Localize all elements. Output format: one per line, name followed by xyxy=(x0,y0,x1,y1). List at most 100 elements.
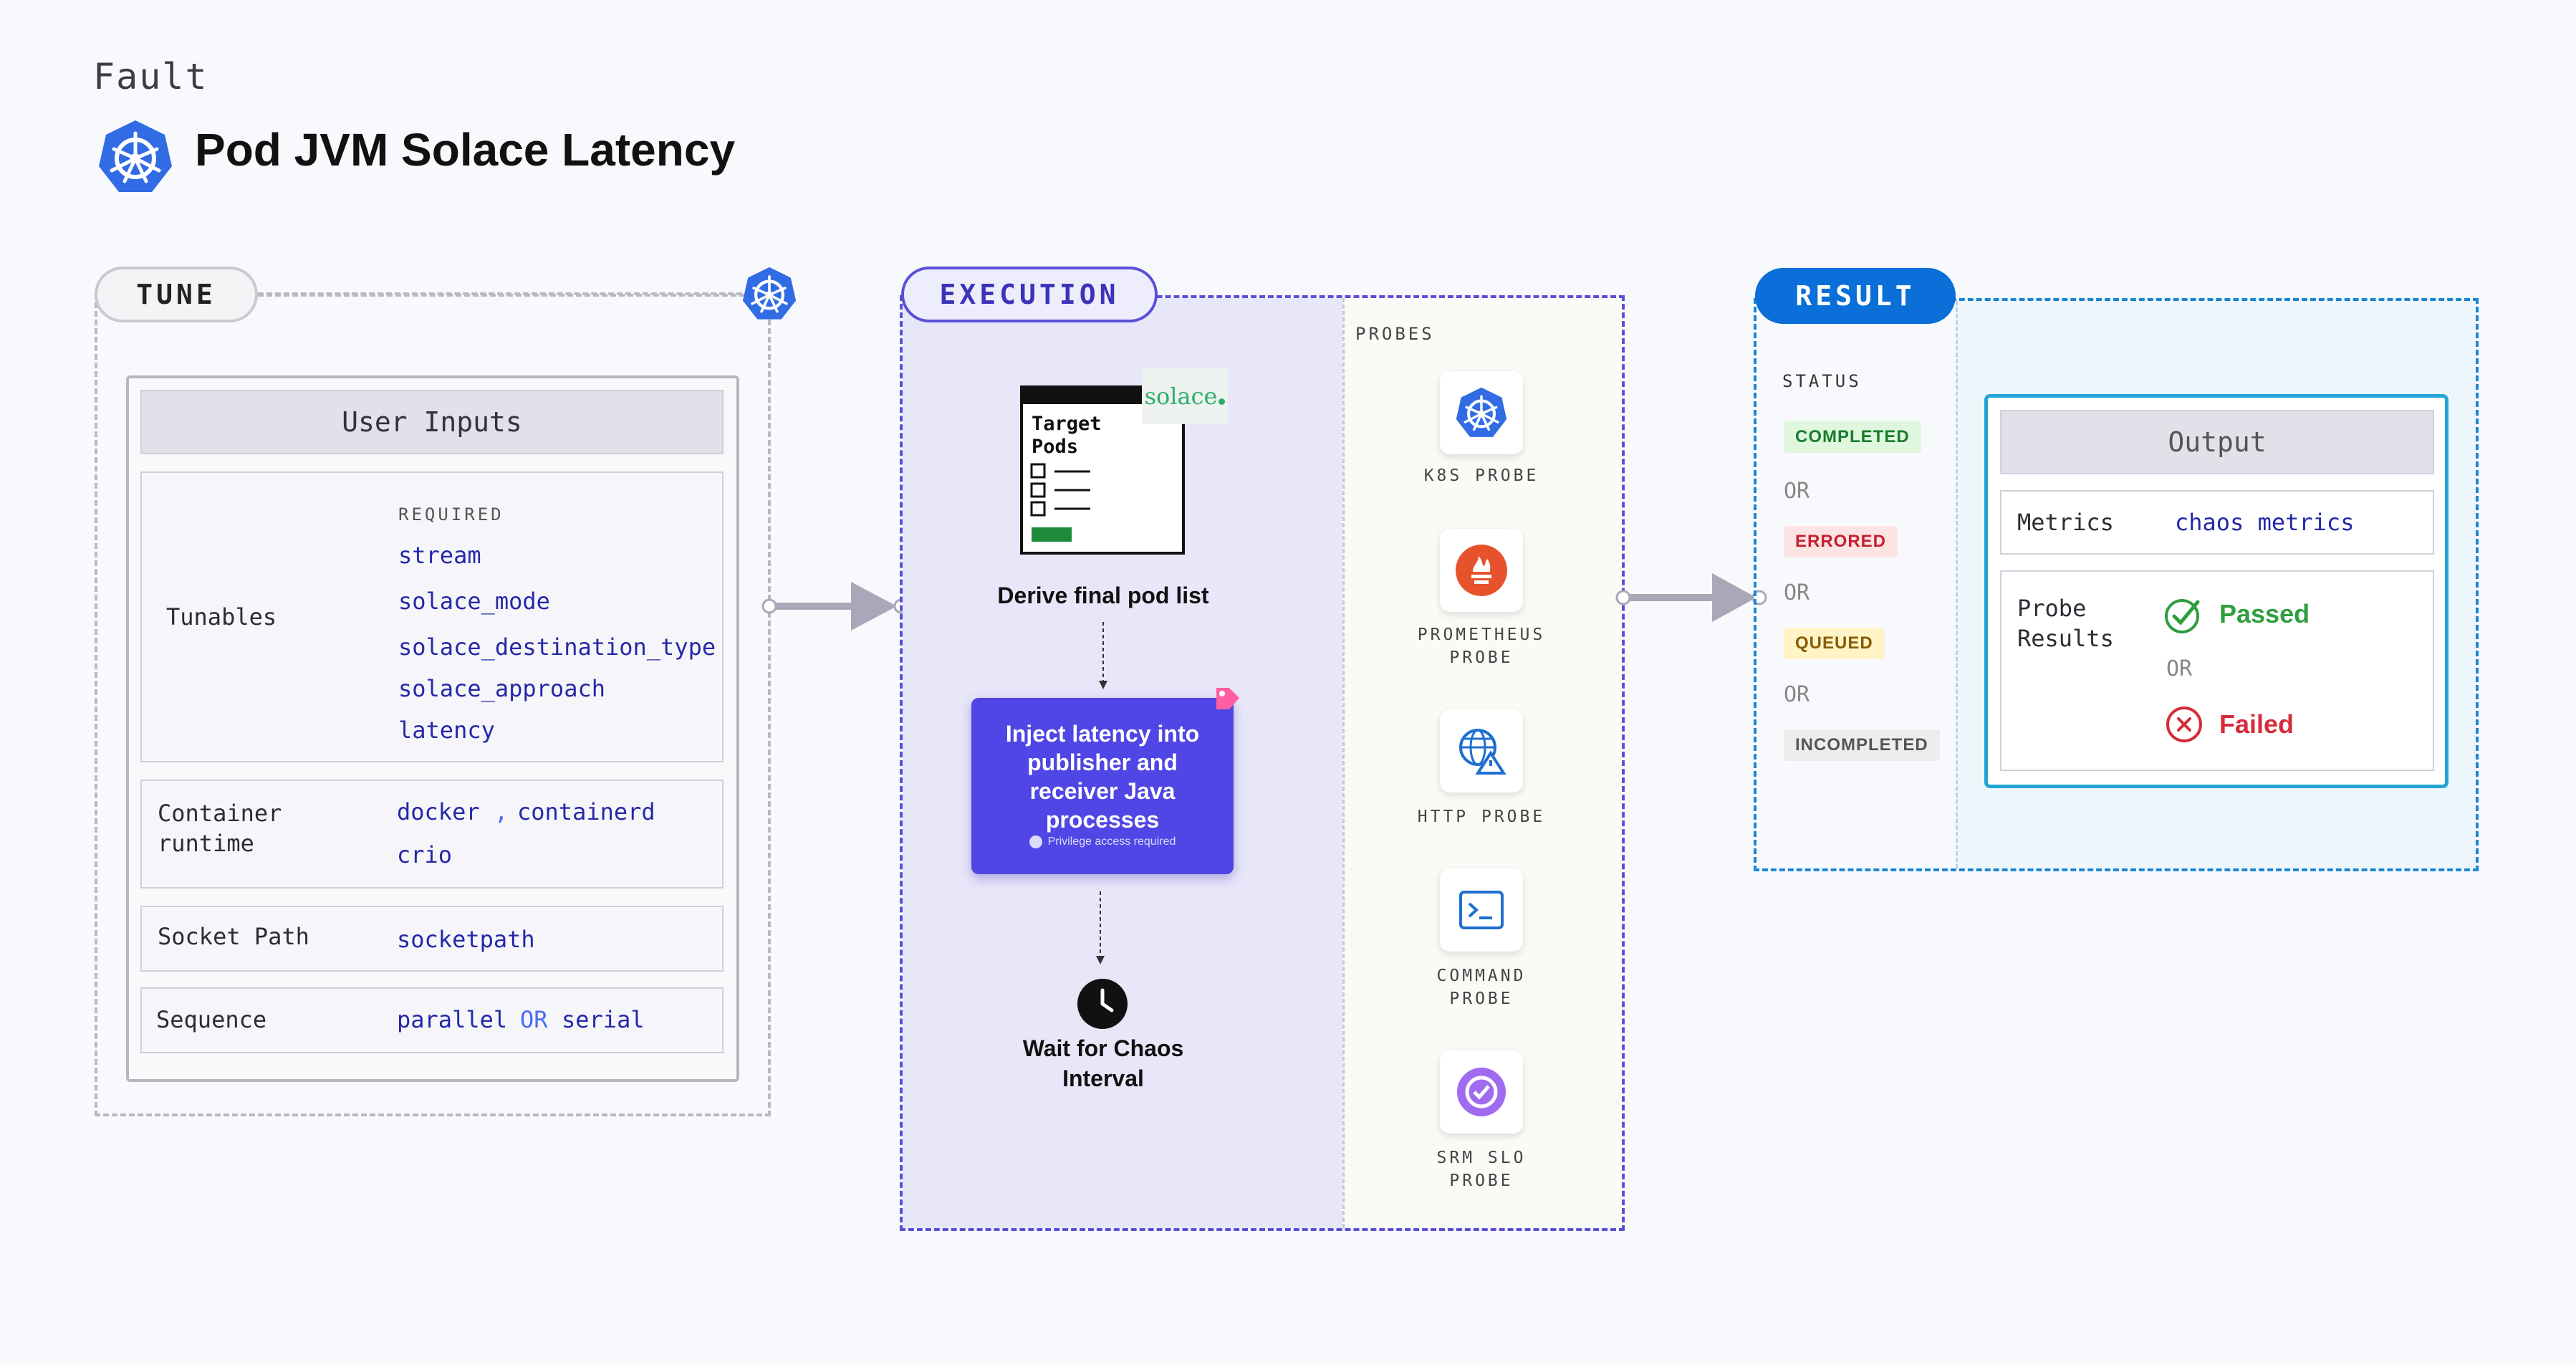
runtime-crio: crio xyxy=(397,841,453,868)
runtime-containerd: containerd xyxy=(517,798,655,825)
or-probe: OR xyxy=(2166,656,2193,681)
probe-results-row xyxy=(2000,570,2434,771)
target-pods-title-1: Target xyxy=(1032,413,1102,435)
required-label: REQUIRED xyxy=(398,504,504,525)
container-runtime-label-2: runtime xyxy=(158,830,254,857)
status-incompleted: INCOMPLETED xyxy=(1784,729,1940,761)
http-icon xyxy=(1459,729,1506,775)
srm-slo-probe-label-2: PROBE xyxy=(1449,1172,1514,1190)
prometheus-probe-label: PROMETHEUS PROBE xyxy=(1388,623,1575,669)
tunable-solace-mode: solace_mode xyxy=(398,588,550,615)
http-probe-card xyxy=(1440,709,1523,792)
tune-connector-line xyxy=(258,292,759,295)
container-runtime-row xyxy=(140,780,724,889)
status-completed: COMPLETED xyxy=(1784,421,1921,453)
socket-path-value: socketpath xyxy=(397,926,535,953)
status-queued: QUEUED xyxy=(1784,628,1885,659)
check-circle-icon xyxy=(2165,599,2200,633)
execution-section xyxy=(900,295,1625,1231)
socket-path-label: Socket Path xyxy=(158,923,309,950)
status-errored: ERRORED xyxy=(1784,526,1898,557)
command-probe-label-2: PROBE xyxy=(1449,990,1514,1008)
solace-dot-icon xyxy=(1219,398,1226,405)
sequence-label: Sequence xyxy=(156,1006,267,1033)
solace-logo-text: solace xyxy=(1144,383,1218,410)
inject-latency-box xyxy=(971,698,1234,874)
tunable-stream: stream xyxy=(398,542,481,569)
metrics-row xyxy=(2000,490,2434,555)
inject-line-3: receiver Java xyxy=(1029,778,1176,804)
category-label: Fault xyxy=(93,56,208,97)
user-inputs-heading: User Inputs xyxy=(140,390,724,454)
step-derive-pod-list: Derive final pod list xyxy=(997,583,1209,608)
sequence-parallel: parallel xyxy=(397,1006,508,1033)
slo-icon xyxy=(1457,1068,1506,1116)
inject-latency-text: Inject latency into publisher and receiv… xyxy=(971,719,1234,834)
inject-line-4: processes xyxy=(1045,807,1160,833)
privilege-note-text: Privilege access required xyxy=(1047,835,1176,848)
srm-slo-probe-label-1: SRM SLO xyxy=(1436,1149,1527,1167)
status-title: STATUS xyxy=(1782,371,1862,391)
kubernetes-icon xyxy=(742,267,797,320)
http-probe-label: HTTP PROBE xyxy=(1388,805,1575,828)
flow-arrow-tune-to-execution xyxy=(761,582,909,631)
command-probe-label-1: COMMAND xyxy=(1436,967,1527,985)
checklist-icon xyxy=(1030,463,1090,542)
tunable-solace-destination-type: solace_destination_type xyxy=(398,633,716,661)
or-2: OR xyxy=(1784,580,1810,605)
target-pods-title-2: Pods xyxy=(1032,436,1079,458)
tunables-label: Tunables xyxy=(166,603,277,631)
or-3: OR xyxy=(1784,682,1810,707)
prometheus-icon xyxy=(1456,545,1507,596)
k8s-probe-label-1: K8S PROBE xyxy=(1423,466,1539,485)
command-probe-card xyxy=(1440,868,1523,952)
metrics-label: Metrics xyxy=(2017,509,2114,536)
inject-line-1: Inject latency into xyxy=(1005,721,1200,747)
tunables-row xyxy=(140,471,724,762)
privilege-note: Privilege access required xyxy=(971,835,1234,848)
flow-arrow-step1-to-step2 xyxy=(1099,622,1107,689)
tune-pill: TUNE xyxy=(95,267,258,322)
prometheus-probe-label-1: PROMETHEUS xyxy=(1417,626,1546,644)
probes-title: PROBES xyxy=(1355,324,1435,344)
page-title: Pod JVM Solace Latency xyxy=(195,124,736,176)
k8s-probe-label: K8S PROBE xyxy=(1388,464,1575,487)
wait-line-1: Wait for Chaos xyxy=(1022,1035,1184,1061)
runtime-docker: docker xyxy=(397,798,480,825)
flow-arrow-execution-to-result xyxy=(1615,573,1767,622)
solace-logo: solace xyxy=(1142,368,1228,424)
lock-icon xyxy=(1029,835,1042,848)
wait-line-2: Interval xyxy=(1062,1065,1144,1091)
failed-label: Failed xyxy=(2219,709,2294,739)
tune-section xyxy=(95,294,771,1116)
probe-results-label-1: Probe xyxy=(2017,595,2087,622)
chaos-tag-icon xyxy=(1216,688,1239,709)
probe-results-label-2: Results xyxy=(2017,625,2114,652)
srm-slo-probe-card xyxy=(1440,1050,1523,1134)
sequence-row xyxy=(140,987,724,1053)
prometheus-probe-label-2: PROBE xyxy=(1449,648,1514,667)
inject-line-2: publisher and xyxy=(1027,749,1178,775)
srm-slo-probe-label: SRM SLO PROBE xyxy=(1388,1146,1575,1192)
flow-arrow-step2-to-step3 xyxy=(1096,891,1105,964)
result-pill: RESULT xyxy=(1755,268,1956,324)
runtime-separator: , xyxy=(494,798,509,825)
prometheus-probe-card xyxy=(1440,529,1523,612)
terminal-icon xyxy=(1459,891,1504,929)
kubernetes-icon xyxy=(99,120,172,192)
passed-label: Passed xyxy=(2219,599,2310,628)
execution-pill: EXECUTION xyxy=(901,267,1158,322)
tunable-solace-approach: solace_approach xyxy=(398,675,605,702)
tunable-latency: latency xyxy=(398,717,495,744)
or-1: OR xyxy=(1784,479,1810,504)
metrics-value: chaos metrics xyxy=(2175,509,2355,536)
command-probe-label: COMMAND PROBE xyxy=(1388,964,1575,1010)
result-section xyxy=(1754,298,2479,871)
clock-icon xyxy=(1077,979,1128,1029)
step-wait-chaos-interval: Wait for Chaos Interval xyxy=(960,1033,1246,1093)
x-circle-icon xyxy=(2166,707,2202,742)
http-probe-label-1: HTTP PROBE xyxy=(1417,808,1546,826)
sequence-or: OR xyxy=(520,1006,548,1033)
output-heading: Output xyxy=(2000,410,2434,474)
socket-path-row xyxy=(140,906,724,972)
